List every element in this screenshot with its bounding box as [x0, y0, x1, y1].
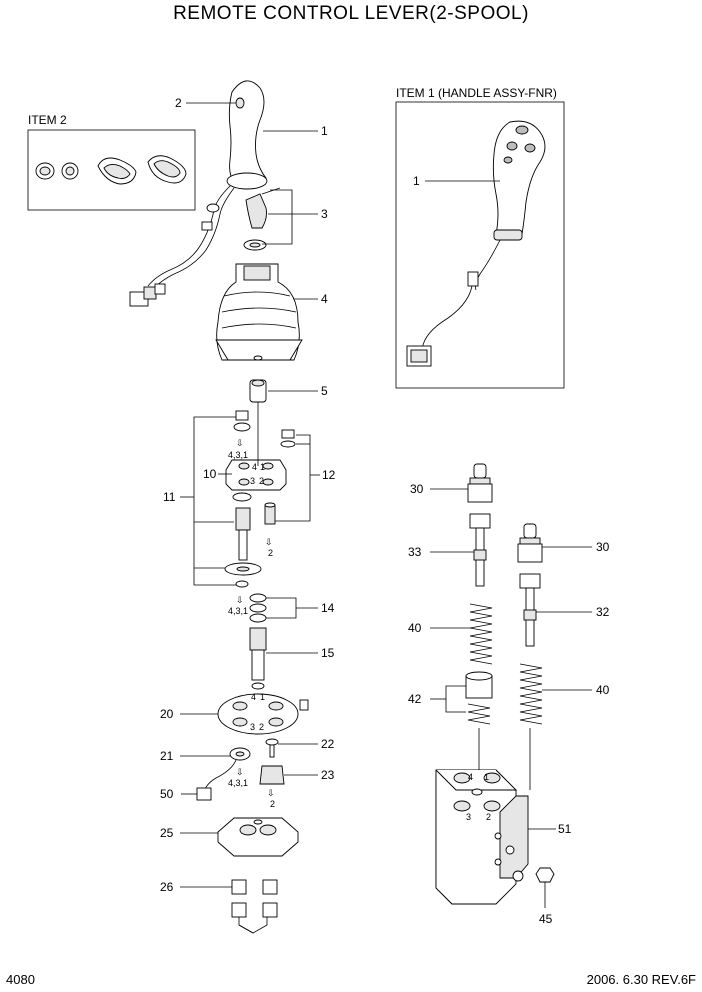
- plate20-port3: 3: [250, 722, 255, 732]
- handle-part: 1 2: [175, 80, 328, 190]
- plate20-port1: 1: [260, 692, 265, 702]
- page-title: REMOTE CONTROL LEVER(2-SPOOL): [173, 3, 529, 24]
- part-42: 42: [408, 671, 493, 725]
- part-3: 3: [243, 187, 328, 251]
- item2-caption: ITEM 2: [28, 113, 67, 127]
- item2-box: ITEM 2: [27, 113, 196, 211]
- callout-5: 5: [321, 384, 328, 398]
- note-2-b: 2: [270, 799, 275, 809]
- body-port4: 4: [468, 772, 473, 782]
- spring-40a: 40: [408, 603, 493, 665]
- callout-51: 51: [558, 822, 572, 836]
- callout-10: 10: [203, 467, 217, 481]
- plate-20: 4 1 3 2 20: [160, 692, 309, 735]
- arrow-2: ⇩: [265, 537, 273, 547]
- callout-15: 15: [321, 646, 335, 660]
- spring-40b: 40: [519, 663, 610, 725]
- callout-1: 1: [321, 124, 328, 138]
- callout-20: 20: [160, 707, 174, 721]
- part-25: 25: [160, 817, 299, 857]
- callout-2: 2: [175, 96, 182, 110]
- callout-25: 25: [160, 826, 174, 840]
- callout-30b: 30: [596, 540, 610, 554]
- item1-caption: ITEM 1 (HANDLE ASSY-FNR): [396, 86, 557, 100]
- plate20-port4: 4: [251, 692, 256, 702]
- body-port1: 1: [484, 772, 489, 782]
- callout-11: 11: [163, 490, 176, 504]
- arrow-3: ⇩: [236, 595, 244, 605]
- callout-30a: 30: [410, 482, 424, 496]
- part-26: 26: [160, 879, 278, 934]
- note-2-a: 2: [268, 548, 273, 558]
- body-port3: 3: [466, 812, 471, 822]
- note-431-c: 4,3,1: [228, 778, 248, 788]
- callout-45: 45: [539, 912, 553, 926]
- part-15: 15: [249, 627, 335, 690]
- cable-part: [129, 185, 235, 307]
- spool-group-right: 12 ⇩ 2: [264, 429, 336, 558]
- callout-40a: 40: [408, 621, 422, 635]
- callout-22: 22: [321, 737, 335, 751]
- note-431-b: 4,3,1: [228, 606, 248, 616]
- callout-32: 32: [596, 605, 610, 619]
- callout-12: 12: [322, 468, 336, 482]
- part-32: 32: [519, 573, 610, 647]
- note-431-a: 4,3,1: [228, 450, 248, 460]
- callout-3: 3: [321, 207, 328, 221]
- callout-14: 14: [321, 601, 335, 615]
- callout-1b: 1: [413, 174, 420, 188]
- arrow-1: ⇩: [236, 438, 244, 448]
- callout-23: 23: [321, 768, 335, 782]
- revision-date: 2006. 6.30 REV.6F: [587, 972, 696, 987]
- part-45: 45: [535, 867, 555, 926]
- plate10-port1: 1: [260, 462, 265, 472]
- callout-50: 50: [160, 787, 174, 801]
- body-51: 4 1 3 2 51: [435, 769, 572, 905]
- part-22-23: 22 23 ⇩ 2: [259, 737, 335, 809]
- part-21: 21 50 ⇩ 4,3,1: [160, 747, 251, 801]
- plate20-port2: 2: [259, 722, 264, 732]
- plate10-port3: 3: [250, 476, 255, 486]
- item1-box: ITEM 1 (HANDLE ASSY-FNR) 1: [395, 86, 565, 389]
- part-30b: 30: [517, 523, 610, 563]
- part-14: ⇩ 4,3,1 14: [228, 593, 335, 623]
- spool-group-left: 11 ⇩ 4,3,1 4 1 3 2 10: [163, 410, 287, 588]
- part-30a: 30: [410, 463, 493, 503]
- callout-21: 21: [160, 749, 174, 763]
- page-number: 4080: [6, 972, 35, 987]
- callout-42: 42: [408, 692, 422, 706]
- callout-4: 4: [321, 292, 328, 306]
- callout-26: 26: [160, 880, 174, 894]
- plate10-port4: 4: [252, 462, 257, 472]
- arrow-5: ⇩: [267, 788, 275, 798]
- callout-40b: 40: [596, 683, 610, 697]
- plate10-port2: 2: [259, 476, 264, 486]
- part-33: 33: [408, 513, 491, 587]
- arrow-4: ⇩: [236, 767, 244, 777]
- body-port2: 2: [486, 812, 491, 822]
- boot-part: 4: [215, 263, 328, 361]
- part-5: 5: [249, 379, 328, 403]
- callout-33: 33: [408, 545, 422, 559]
